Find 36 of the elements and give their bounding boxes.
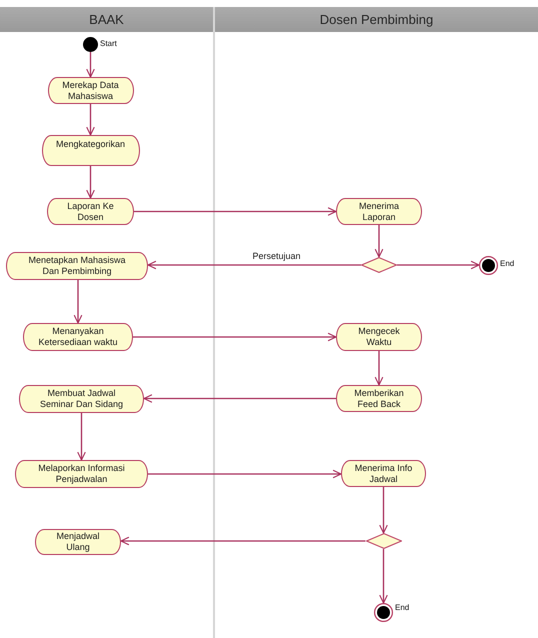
arrow	[148, 470, 342, 478]
arrow	[143, 394, 336, 403]
edge-label: Persetujuan	[252, 250, 302, 262]
activity-node: Menetapkan Mahasiswa Dan Pembimbing	[6, 252, 148, 280]
lane-header: Dosen Pembimbing	[215, 7, 538, 32]
node-label: End	[500, 259, 514, 268]
activity-node: Menerima Laporan	[336, 198, 422, 225]
activity-node: Memberikan Feed Back	[336, 385, 422, 412]
activity-node: Membuat Jadwal Seminar Dan Sidang	[19, 385, 144, 413]
swimlane	[214, 7, 538, 638]
activity-node: Melaporkan Informasi Penjadwalan	[15, 460, 148, 488]
arrow	[134, 207, 337, 216]
activity-node: Merekap Data Mahasiswa	[48, 77, 134, 104]
arrow	[147, 260, 361, 270]
arrow	[86, 166, 95, 199]
node-label: Start	[100, 39, 117, 48]
arrow	[86, 52, 95, 78]
activity-node: Laporan Ke Dosen	[47, 198, 134, 225]
arrow	[374, 225, 384, 258]
arrow	[74, 280, 82, 324]
swimlane	[0, 7, 214, 638]
activity-node: Mengecek Waktu	[336, 323, 422, 351]
arrow	[379, 549, 388, 604]
arrow	[379, 487, 388, 534]
activity-node: Menjadwal Ulang	[35, 529, 121, 555]
arrow	[77, 413, 86, 461]
activity-node: Menerima Info Jadwal	[341, 460, 426, 487]
arrow	[133, 332, 337, 342]
arrow	[397, 260, 480, 270]
arrow	[374, 351, 384, 386]
arrow	[86, 104, 95, 136]
node-label: End	[395, 603, 410, 612]
activity-node: Menanyakan Ketersediaan waktu	[23, 323, 133, 351]
arrow	[120, 536, 366, 546]
lane-header: BAAK	[0, 7, 213, 32]
activity-node: Mengkategorikan	[42, 135, 140, 166]
